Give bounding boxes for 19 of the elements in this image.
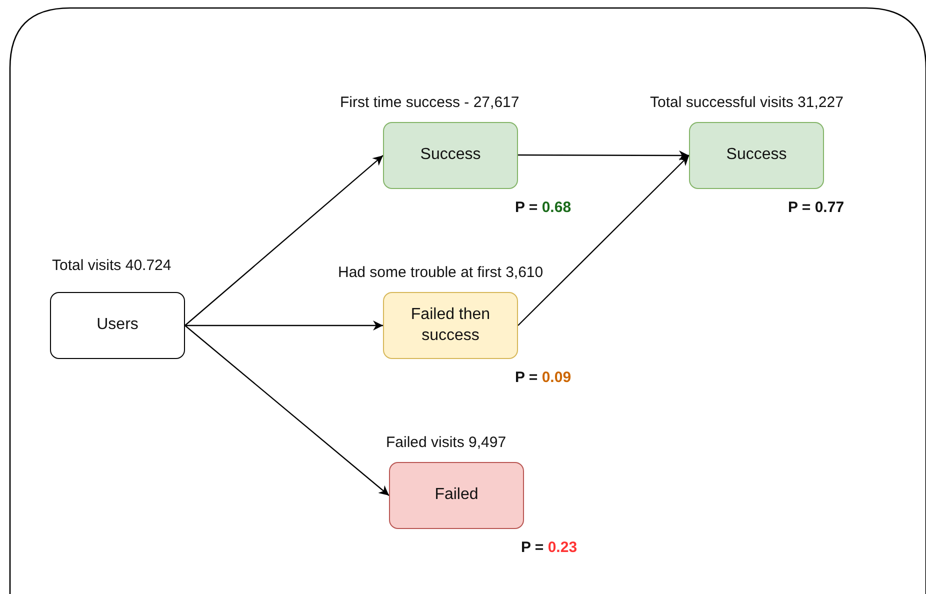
arrow: [184, 325, 390, 496]
total-success-box: Success: [689, 122, 824, 189]
probability-label: P = 0.77: [788, 199, 844, 216]
partial-success-box: Failed then success: [383, 292, 518, 359]
arrow: [184, 155, 384, 326]
node-caption: First time success - 27,617: [340, 94, 520, 111]
success-box: Success: [383, 122, 518, 189]
arrow: [185, 320, 383, 330]
failure-box: Failed: [389, 462, 524, 529]
start-box: Users: [50, 292, 185, 359]
arrow: [518, 155, 690, 326]
node-caption: Total successful visits 31,227: [650, 94, 844, 111]
node-caption: Failed visits 9,497: [386, 434, 506, 451]
node-caption: Had some trouble at first 3,610: [338, 264, 544, 281]
probability-label: P = 0.09: [515, 369, 572, 386]
probability-label: P = 0.23: [521, 539, 578, 556]
arrow: [518, 150, 689, 160]
node-caption: Total visits 40.724: [52, 257, 172, 274]
probability-label: P = 0.68: [515, 199, 572, 216]
